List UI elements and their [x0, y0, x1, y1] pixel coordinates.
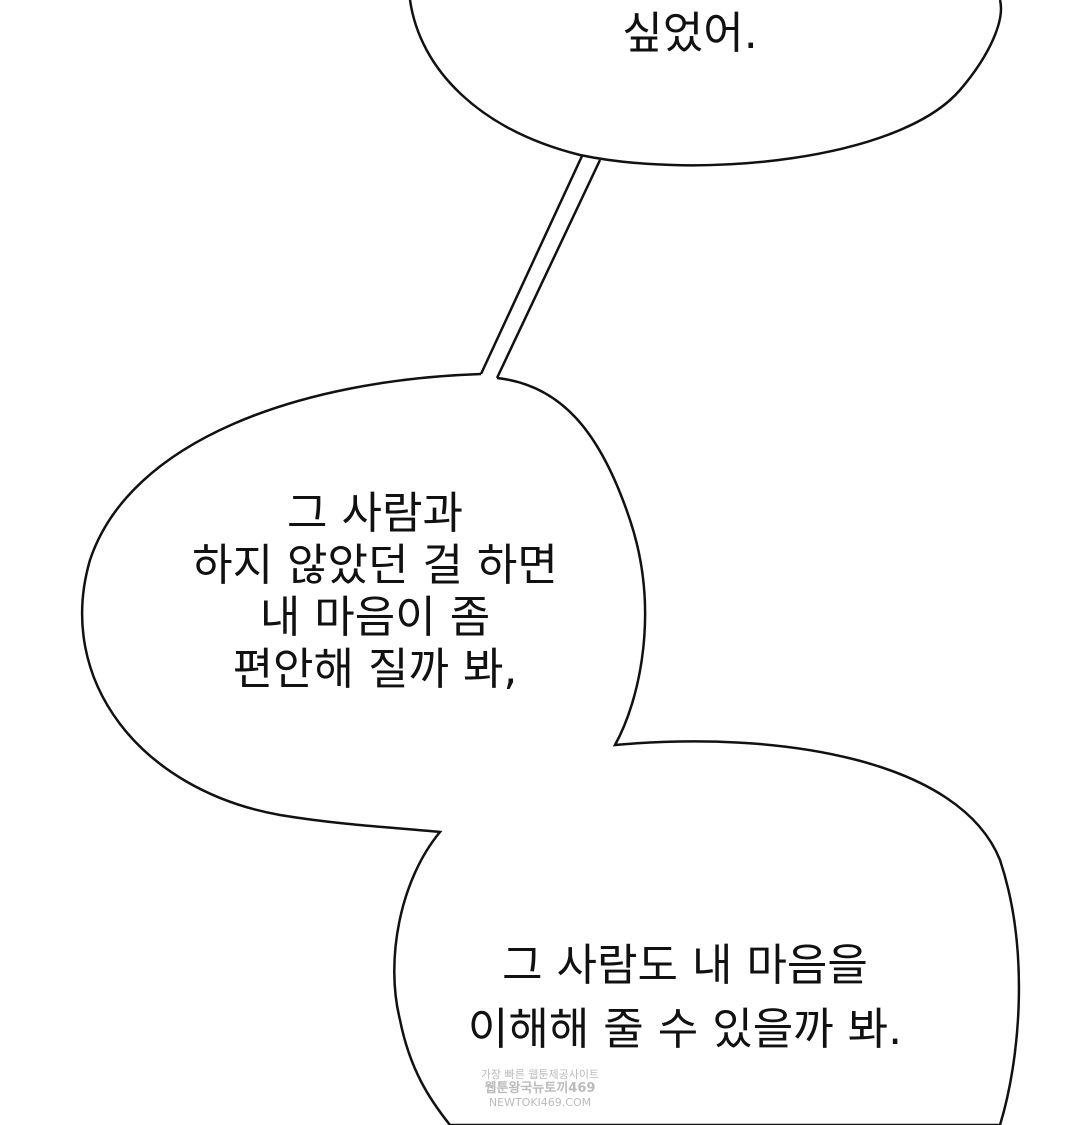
- text-line: 그 사람과: [287, 488, 463, 539]
- watermark-line: NEWTOKI469.COM: [488, 1096, 592, 1109]
- top-bubble: [408, 0, 1003, 167]
- text-line: 이해해 줄 수 있을까 봐.: [467, 1004, 903, 1055]
- text-line: 편안해 질까 봐,: [232, 644, 518, 695]
- top-bubble-text: 싶었어.: [560, 8, 820, 60]
- watermark-line: 웹툰왕국뉴토끼469: [484, 1081, 596, 1096]
- text-line: 하지 않았던 걸 하면: [192, 540, 558, 591]
- bubble-tail: [479, 155, 602, 379]
- text-line: 내 마음이 좀: [259, 592, 491, 643]
- middle-bubble-text: 그 사람과 하지 않았던 걸 하면 내 마음이 좀 편안해 질까 봐,: [120, 488, 630, 696]
- middle-bottom-bubble: [80, 372, 1021, 1125]
- watermark-line: 가장 빠른 웹툰제공사이트: [480, 1068, 600, 1081]
- text-line: 싶었어.: [622, 8, 758, 59]
- text-line: 그 사람도 내 마음을: [502, 940, 868, 991]
- watermark: 가장 빠른 웹툰제공사이트 웹툰왕국뉴토끼469 NEWTOKI469.COM: [470, 1068, 610, 1110]
- bottom-bubble-text: 그 사람도 내 마음을 이해해 줄 수 있을까 봐.: [430, 934, 940, 1062]
